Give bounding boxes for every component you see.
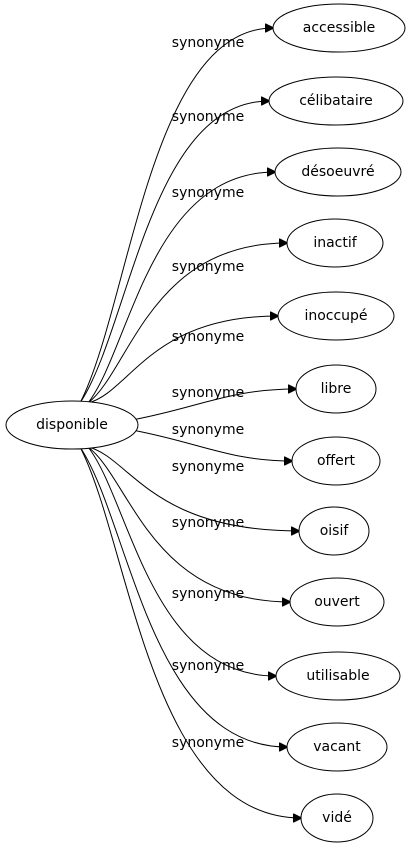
edge-synonyme-7	[133, 429, 292, 461]
synonym-node-ellipse	[277, 291, 395, 341]
edge-synonyme-2	[79, 101, 269, 404]
synonym-node[interactable]: ouvert	[289, 577, 385, 627]
synonym-node-ellipse	[268, 76, 404, 126]
synonym-node[interactable]: inactif	[286, 218, 384, 268]
synonym-node[interactable]: désoeuvré	[274, 147, 402, 197]
edge-synonyme-10	[87, 446, 276, 676]
synonym-node-label: ouvert	[314, 594, 360, 610]
synonym-node[interactable]: vidé	[300, 793, 374, 843]
root-node-ellipse	[5, 400, 139, 450]
edge-synonyme-9	[87, 446, 290, 602]
edge-label-synonyme: synonyme	[172, 109, 244, 125]
synonym-node[interactable]: inoccupé	[277, 291, 395, 341]
edge-label-synonyme: synonyme	[172, 515, 244, 531]
edge-label-synonyme: synonyme	[172, 658, 244, 674]
synonym-node[interactable]: offert	[291, 436, 381, 486]
synonym-node-ellipse	[289, 577, 385, 627]
synonym-node[interactable]: utilisable	[275, 651, 401, 701]
synonym-node-ellipse	[295, 364, 377, 414]
synonym-node[interactable]: libre	[295, 364, 377, 414]
synonym-node-ellipse	[286, 218, 384, 268]
edge-label-synonyme: synonyme	[172, 329, 244, 345]
synonym-node-label: vidé	[322, 810, 352, 826]
edge-synonyme-1	[79, 28, 273, 404]
edge-label-synonyme: synonyme	[172, 259, 244, 275]
edge-synonyme-5	[87, 316, 278, 404]
synonym-node-ellipse	[272, 3, 406, 53]
synonym-node-label: libre	[321, 381, 352, 397]
synonym-node-ellipse	[298, 506, 370, 556]
edge-synonyme-8	[87, 446, 299, 531]
root-node-label: disponible	[36, 417, 108, 433]
edge-label-synonyme: synonyme	[172, 185, 244, 201]
synonym-node-label: inactif	[313, 235, 357, 251]
synonym-node-label: désoeuvré	[301, 164, 374, 180]
synonym-node-label: accessible	[303, 20, 375, 36]
edge-synonyme-11	[79, 446, 287, 747]
synonym-node[interactable]: vacant	[286, 722, 388, 772]
edge-label-synonyme: synonyme	[172, 735, 244, 751]
synonym-node-ellipse	[291, 436, 381, 486]
synonym-node-label: offert	[317, 453, 356, 469]
synonym-node-label: utilisable	[306, 668, 369, 684]
edge-synonyme-12	[79, 446, 301, 818]
edge-label-synonyme: synonyme	[172, 385, 244, 401]
synonym-node-label: vacant	[313, 739, 361, 755]
synonym-node-ellipse	[275, 651, 401, 701]
synonym-node-label: inoccupé	[304, 308, 367, 324]
edge-synonyme-4	[87, 243, 287, 404]
edge-synonyme-6	[133, 389, 296, 421]
synonym-node-ellipse	[300, 793, 374, 843]
synonym-node-label: oisif	[320, 523, 350, 539]
synonym-node[interactable]: oisif	[298, 506, 370, 556]
synonym-node-ellipse	[274, 147, 402, 197]
synonym-node[interactable]: accessible	[272, 3, 406, 53]
synonym-node-ellipse	[286, 722, 388, 772]
edge-synonyme-3	[87, 172, 275, 404]
synonym-node[interactable]: célibataire	[268, 76, 404, 126]
synonym-node-label: célibataire	[299, 93, 373, 109]
edge-label-synonyme: synonyme	[172, 35, 244, 51]
edge-label-synonyme: synonyme	[172, 422, 244, 438]
edge-label-synonyme: synonyme	[172, 459, 244, 475]
edge-label-synonyme: synonyme	[172, 586, 244, 602]
root-node[interactable]: disponible	[5, 400, 139, 450]
